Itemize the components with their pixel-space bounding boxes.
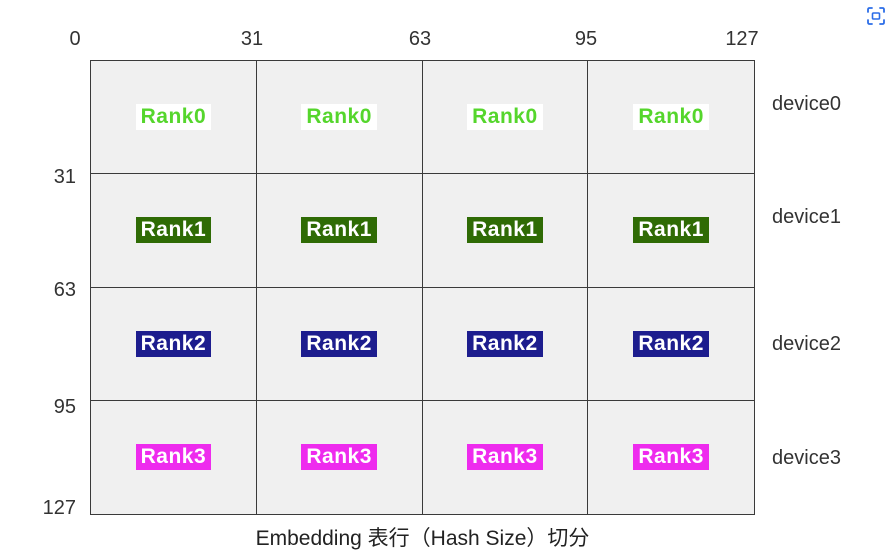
device-label: device1 — [772, 206, 841, 228]
grid-cell: Rank0 — [422, 61, 589, 175]
device-label: device2 — [772, 333, 841, 355]
diagram-caption: Embedding 表行（Hash Size）切分 — [255, 527, 590, 550]
rank-badge: Rank3 — [135, 444, 212, 471]
rank-badge: Rank2 — [467, 330, 543, 357]
rank-badge: Rank1 — [301, 217, 377, 244]
device-label: device3 — [772, 447, 841, 469]
axis-label-top: 95 — [574, 28, 598, 50]
grid-cell: Rank3 — [257, 400, 423, 514]
embedding-grid: Rank0 Rank0 Rank0 Rank0 Rank1 Rank1 Rank… — [90, 60, 755, 515]
grid-cell: Rank1 — [588, 174, 754, 288]
grid-cell: Rank3 — [588, 401, 754, 514]
grid-cell: Rank1 — [256, 174, 423, 288]
screenshot-icon[interactable] — [865, 5, 887, 27]
grid-cell: Rank1 — [422, 174, 589, 288]
grid-cell: Rank1 — [91, 174, 257, 288]
device-label: device0 — [772, 93, 841, 115]
grid-cell: Rank2 — [91, 287, 257, 401]
grid-cell: Rank3 — [423, 400, 589, 514]
grid-cell: Rank2 — [588, 288, 754, 401]
axis-label-top: 0 — [69, 28, 81, 50]
rank-badge: Rank3 — [467, 444, 543, 471]
axis-label-top: 63 — [408, 28, 432, 50]
axis-label-left: 95 — [53, 396, 76, 418]
grid-cell: Rank0 — [91, 61, 257, 175]
rank-badge: Rank0 — [135, 104, 212, 131]
rank-badge: Rank1 — [633, 217, 709, 244]
grid-cell: Rank2 — [256, 287, 423, 401]
axis-label-top: 127 — [725, 28, 759, 50]
grid-cell: Rank3 — [91, 400, 257, 514]
axis-label-left: 63 — [53, 279, 76, 301]
axis-label-left: 31 — [53, 166, 76, 188]
grid-cell: Rank2 — [422, 287, 589, 401]
rank-badge: Rank0 — [301, 104, 377, 131]
axis-label-top: 31 — [240, 28, 264, 50]
rank-badge: Rank3 — [633, 444, 709, 471]
rank-badge: Rank0 — [633, 104, 709, 131]
rank-badge: Rank1 — [135, 217, 212, 244]
rank-badge: Rank2 — [633, 330, 709, 357]
rank-badge: Rank2 — [135, 330, 212, 357]
grid-cell: Rank0 — [588, 61, 754, 175]
rank-badge: Rank0 — [467, 104, 543, 131]
axis-label-left: 127 — [42, 497, 76, 519]
rank-badge: Rank3 — [301, 444, 377, 471]
rank-badge: Rank1 — [467, 217, 543, 244]
grid-cell: Rank0 — [256, 61, 423, 175]
rank-badge: Rank2 — [301, 330, 377, 357]
